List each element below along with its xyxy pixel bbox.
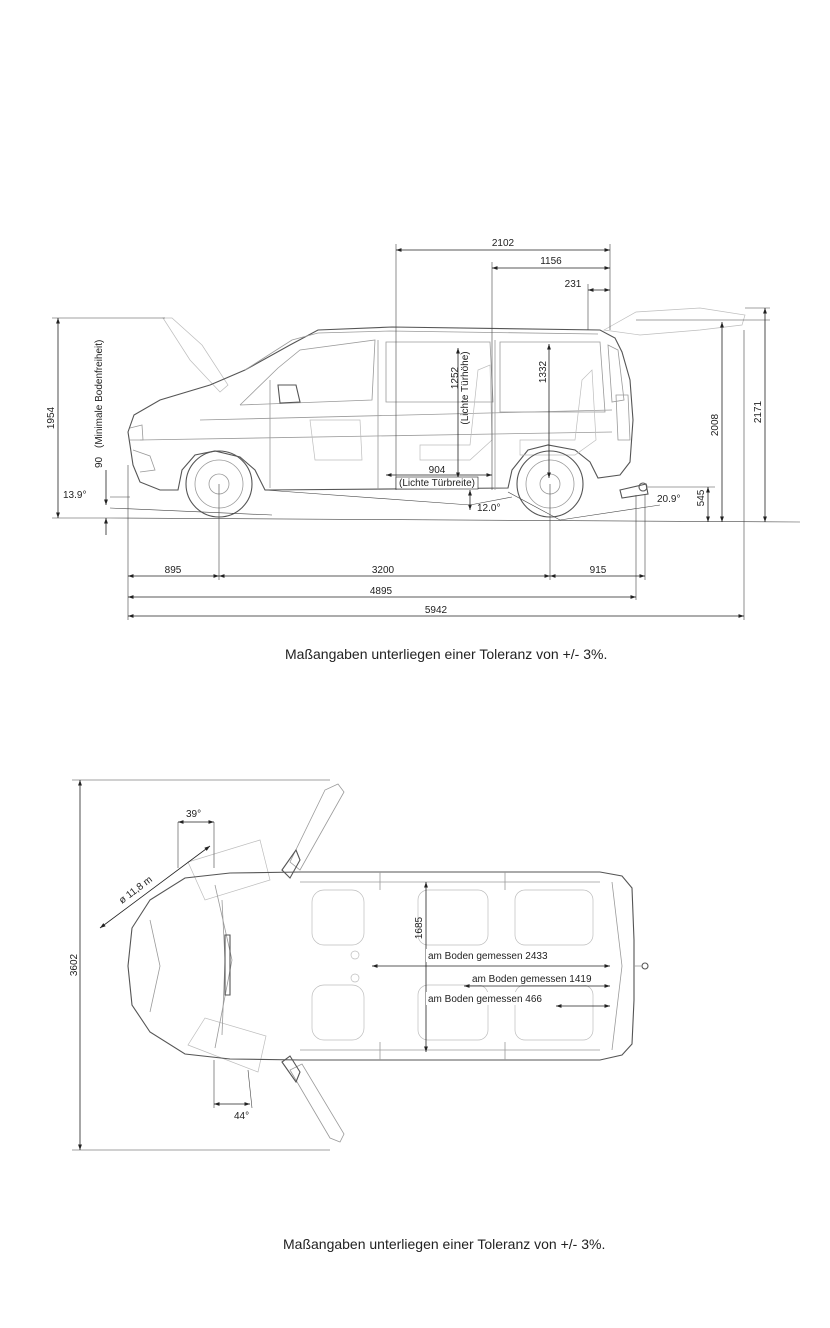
dim-4895: 4895 xyxy=(370,586,393,597)
angle-44: 44° xyxy=(234,1111,249,1122)
door-width-label: (Lichte Türbreite) xyxy=(399,478,475,489)
dim-90: 90 xyxy=(94,456,105,468)
dim-3602: 3602 xyxy=(69,953,80,976)
dim-895: 895 xyxy=(165,565,182,576)
dim-1332: 1332 xyxy=(538,360,549,383)
dim-545: 545 xyxy=(696,489,707,506)
top-view: 3602 39° ø 11,8 m 44° 1685 am Boden geme… xyxy=(69,779,649,1151)
van-side-outline xyxy=(127,307,746,518)
min-clearance-label: (Minimale Bodenfreiheit) xyxy=(94,340,105,448)
departure-angle: 20.9° xyxy=(657,494,680,505)
dim-1685: 1685 xyxy=(414,916,425,939)
floor-length-466: am Boden gemessen 466 xyxy=(428,994,542,1005)
dim-1954: 1954 xyxy=(46,406,57,429)
top-view-tolerance-caption: Maßangaben unterliegen einer Toleranz vo… xyxy=(283,1236,606,1252)
side-view: 2102 1156 231 1954 90 (Minimale Bodenfre… xyxy=(46,238,801,620)
dim-3200: 3200 xyxy=(372,565,395,576)
approach-angle: 13.9° xyxy=(63,490,86,501)
van-top-outline xyxy=(127,783,649,1143)
breakover-angle: 12.0° xyxy=(477,503,500,514)
dim-231: 231 xyxy=(565,279,582,290)
dim-2008: 2008 xyxy=(710,413,721,436)
floor-length-1419: am Boden gemessen 1419 xyxy=(472,974,592,985)
door-height-label: (Lichte Türhöhe) xyxy=(460,351,471,424)
dim-1252: 1252 xyxy=(450,366,461,389)
dim-5942: 5942 xyxy=(425,605,448,616)
dim-915: 915 xyxy=(590,565,607,576)
angle-39: 39° xyxy=(186,809,201,820)
side-view-tolerance-caption: Maßangaben unterliegen einer Toleranz vo… xyxy=(285,646,608,662)
floor-length-2433: am Boden gemessen 2433 xyxy=(428,951,548,962)
dim-2102: 2102 xyxy=(492,238,515,249)
dim-2171: 2171 xyxy=(753,400,764,423)
dim-904: 904 xyxy=(429,465,446,476)
dim-1156: 1156 xyxy=(540,256,562,267)
